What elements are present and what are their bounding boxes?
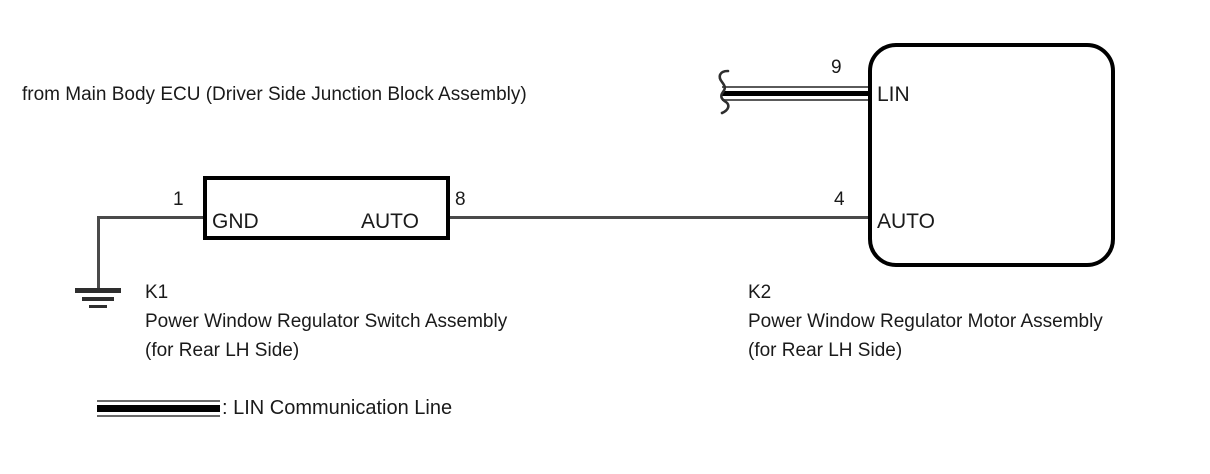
lin-line-thin-bottom xyxy=(722,99,870,101)
k1-name-label: Power Window Regulator Switch Assembly xyxy=(145,311,508,332)
ground-icon-bar-2 xyxy=(82,297,114,301)
component-k1-box[interactable] xyxy=(203,176,450,240)
wire-k1-auto-to-k2-auto xyxy=(450,216,868,219)
pin-number-1: 1 xyxy=(173,189,184,210)
k1-port-label-auto: AUTO xyxy=(361,210,419,233)
lin-line-thin-top xyxy=(722,86,870,88)
legend-line-thin-bottom xyxy=(97,415,220,417)
ground-icon-bar-1 xyxy=(75,288,121,293)
wire-k1-gnd-vertical xyxy=(97,216,100,288)
k2-ref-label: K2 xyxy=(748,282,772,303)
pin-number-8: 8 xyxy=(455,189,466,210)
k1-ref-label: K1 xyxy=(145,282,169,303)
legend-label: : LIN Communication Line xyxy=(222,397,453,419)
source-label: from Main Body ECU (Driver Side Junction… xyxy=(22,84,527,105)
k1-port-label-gnd: GND xyxy=(212,210,259,233)
wire-break-terminator-icon xyxy=(718,69,730,115)
wire-k1-gnd-horizontal xyxy=(97,216,203,219)
legend-line-core xyxy=(97,405,220,412)
lin-communication-line-wire xyxy=(722,86,870,101)
k1-qualifier-label: (for Rear LH Side) xyxy=(145,340,300,361)
k2-qualifier-label: (for Rear LH Side) xyxy=(748,340,903,361)
lin-line-core xyxy=(722,91,870,96)
legend-lin-line-icon xyxy=(97,400,220,417)
component-k2-box[interactable] xyxy=(868,43,1115,267)
k2-port-label-auto: AUTO xyxy=(877,210,935,233)
legend-line-thin-top xyxy=(97,400,220,402)
pin-number-9: 9 xyxy=(831,57,842,78)
pin-number-4: 4 xyxy=(834,189,845,210)
k2-name-label: Power Window Regulator Motor Assembly xyxy=(748,311,1103,332)
k2-port-label-lin: LIN xyxy=(877,83,910,106)
ground-icon-bar-3 xyxy=(89,305,107,308)
